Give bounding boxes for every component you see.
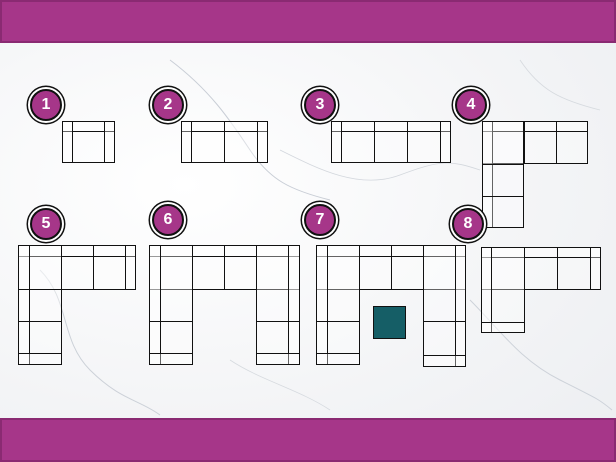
layout-number-badge: 6 — [152, 204, 184, 236]
l-sofa-divider — [18, 289, 62, 290]
layout-number-badge: 7 — [304, 204, 336, 236]
u-sofa-divider — [256, 321, 300, 322]
sofa-3-arm-left — [331, 121, 342, 163]
u-sofa-right-arm — [256, 353, 300, 365]
chaise-sofa-arm-right — [590, 247, 601, 290]
layout-number-badge: 1 — [30, 89, 62, 121]
corner-sofa-divider — [524, 121, 525, 164]
sofa-3-divider — [407, 121, 408, 163]
armchair-arm-left — [62, 121, 73, 163]
u-ottoman-sofa-right-run — [423, 245, 466, 367]
u-ottoman-sofa-right-arm — [423, 355, 466, 367]
sofa-3-divider — [374, 121, 375, 163]
layout-number-badge: 2 — [152, 89, 184, 121]
sofa-2-arm-left — [181, 121, 192, 163]
layout-number-badge: 3 — [304, 89, 336, 121]
chaise-sofa-top-run — [481, 247, 601, 290]
u-sofa-right-back — [288, 245, 300, 365]
l-sofa-arm-bottom — [18, 353, 62, 365]
l-sofa-divider — [18, 321, 62, 322]
u-ottoman-sofa-divider — [316, 321, 360, 322]
ottoman — [373, 306, 406, 339]
armchair-seat — [62, 121, 115, 163]
u-ottoman-sofa-left-back — [316, 245, 328, 365]
footer-bar — [0, 418, 616, 462]
l-sofa-divider — [93, 245, 94, 290]
layout-number-badge: 8 — [452, 208, 484, 240]
chaise-sofa-arm-bottom — [481, 322, 525, 333]
chaise-sofa-divider — [524, 247, 525, 290]
chaise-sofa-side-back — [481, 247, 492, 333]
l-sofa-side-back — [18, 245, 30, 365]
l-sofa-arm-right — [125, 245, 136, 290]
u-ottoman-sofa-divider — [423, 321, 466, 322]
u-sofa-left-back — [149, 245, 161, 365]
l-sofa-top-run — [18, 245, 136, 290]
u-sofa-right-run — [256, 245, 300, 365]
chaise-sofa-divider — [557, 247, 558, 290]
u-ottoman-sofa-divider — [391, 245, 392, 290]
armchair-arm-right — [104, 121, 115, 163]
u-ottoman-sofa-left-arm — [316, 353, 360, 365]
sofa-3-back — [331, 121, 451, 132]
corner-sofa-divider — [482, 164, 524, 165]
l-sofa-divider — [61, 245, 62, 290]
sofa-2-divider — [224, 121, 225, 163]
corner-sofa-top-run — [482, 121, 588, 164]
corner-sofa-divider — [482, 196, 524, 197]
u-sofa-divider — [224, 245, 225, 290]
layout-number-badge: 4 — [455, 89, 487, 121]
sofa-3-arm-right — [440, 121, 451, 163]
header-bar — [0, 0, 616, 43]
corner-sofa-chaise — [482, 121, 524, 228]
u-ottoman-sofa-right-back — [455, 245, 466, 367]
sofa-2-arm-right — [257, 121, 268, 163]
layout-number-badge: 5 — [30, 208, 62, 240]
l-sofa-side-run — [18, 245, 62, 365]
corner-sofa-divider — [556, 121, 557, 164]
u-sofa-left-arm — [149, 353, 193, 365]
u-sofa-divider — [149, 321, 193, 322]
